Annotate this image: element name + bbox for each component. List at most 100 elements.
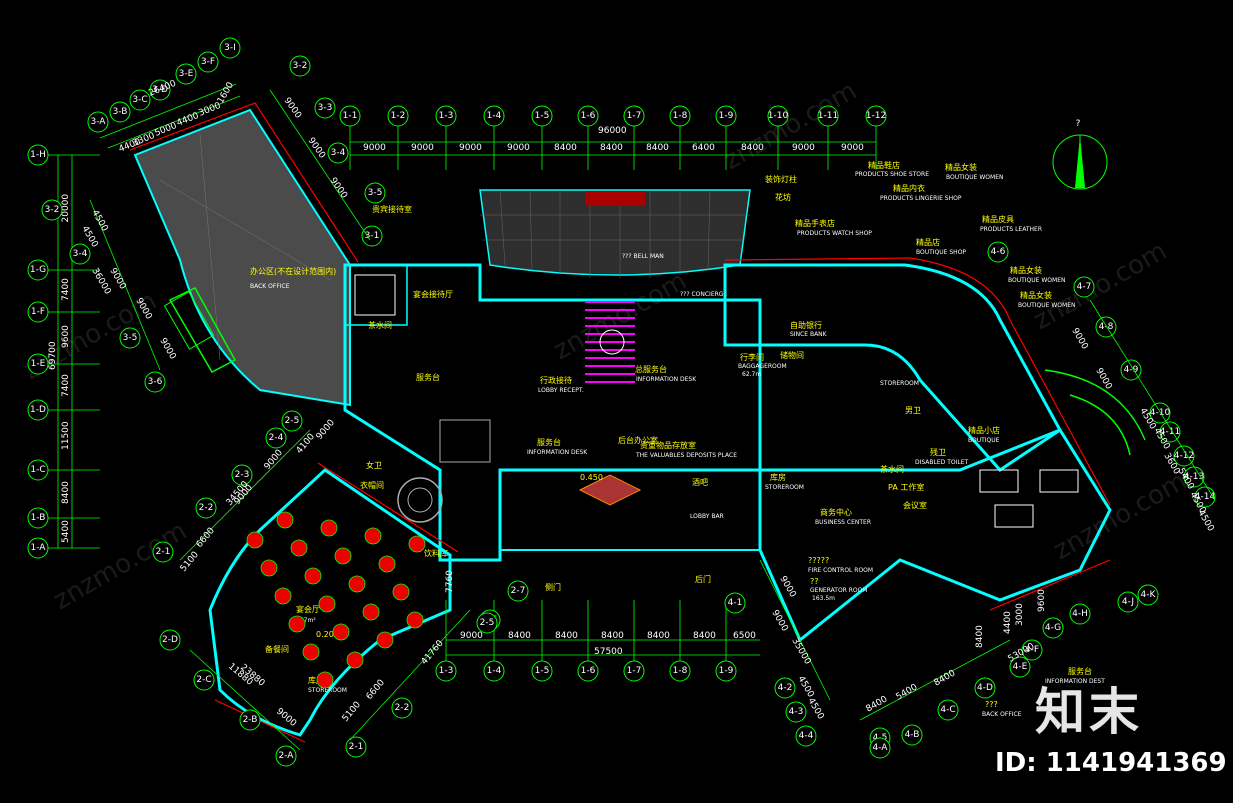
axis-label: 3-2 — [45, 205, 60, 215]
generator-cn: ?? — [810, 577, 819, 586]
dimension-value: 9000 — [792, 143, 815, 153]
axis-bubble — [69, 243, 91, 265]
tea-room-label: 茶水间 — [368, 320, 392, 330]
axis-label: 3-1 — [365, 231, 380, 241]
axis-label: 4-12 — [1174, 451, 1194, 461]
dimension-value: 6400 — [692, 143, 715, 153]
dimension-value: 11500 — [61, 421, 71, 450]
dimension-value: 8400 — [646, 143, 669, 153]
axis-label: 2-1 — [349, 742, 364, 752]
dimension-value: 8400 — [933, 668, 958, 688]
service-desk-right-cn: 服务台 — [1068, 666, 1092, 676]
left-dimension-axes: 1-H1-G1-F1-E1-D1-C1-B1-A2000074009600740… — [27, 144, 100, 559]
axis-label: 2-D — [162, 635, 178, 645]
banquet-table — [304, 567, 322, 585]
leather-cn: 精品皮具 — [982, 214, 1014, 224]
banquet-table — [334, 547, 352, 565]
dimension-value: 5100 — [341, 700, 364, 724]
banquet-table — [376, 631, 394, 649]
watermark-text: znzmo.com — [719, 76, 862, 176]
banquet-table — [288, 615, 306, 633]
info-desk-2-en: INFORMATION DESK — [527, 449, 588, 456]
valuable-deposit-en: THE VALUABLES DEPOSITS PLACE — [635, 452, 737, 459]
axis-label: 4-9 — [1124, 365, 1139, 375]
boutique-shop-en: BOUTIQUE SHOP — [916, 249, 966, 256]
dimension-value: 8400 — [555, 631, 578, 641]
axis-bubble — [144, 371, 166, 393]
axis-label: 3-F — [201, 57, 215, 67]
axis-bubble — [327, 142, 349, 164]
axis-label: 1-7 — [627, 111, 642, 121]
axis-bubble — [974, 677, 996, 699]
banquet-table — [406, 611, 424, 629]
axis-label: 4-D — [977, 683, 993, 693]
back-office-right-en: BACK OFFICE — [982, 711, 1022, 718]
axis-label: 3-E — [179, 69, 194, 79]
dimension-value: 4500 — [795, 675, 815, 700]
dimension-value: 9000 — [1069, 327, 1089, 352]
storeroom-2-label: STOREROOM — [880, 380, 919, 387]
axis-label: 1-F — [31, 307, 45, 317]
axis-bubble — [87, 111, 109, 133]
boutique-women-1-cn: 精品女装 — [945, 162, 977, 172]
shoe-store-en: PRODUCTS SHOE STORE — [855, 171, 929, 178]
bar-area-label: 0.450 — [580, 473, 603, 482]
business-center-en: BUSINESS CENTER — [815, 519, 871, 526]
axis-bubble — [507, 580, 529, 602]
axis-bubble — [149, 79, 171, 101]
watch-shop-cn: 精品手表店 — [795, 218, 835, 228]
fire-control-cn: ????? — [808, 556, 829, 565]
dimension-value: 57500 — [594, 647, 623, 657]
axis-bubble — [239, 709, 261, 731]
axis-label: 2-B — [243, 715, 258, 725]
male-wc-label: 男卫 — [905, 406, 921, 415]
dimension-value: 6600 — [195, 526, 218, 550]
axis-bubble — [869, 737, 891, 759]
axis-bubble — [774, 677, 796, 699]
axis-label: 1-12 — [866, 111, 886, 121]
info-desk-cn: 总服务台 — [635, 364, 667, 374]
banquet-tables — [246, 511, 426, 689]
banquet-table — [274, 587, 292, 605]
axis-bubble — [193, 669, 215, 691]
axis-bubble — [1173, 445, 1195, 467]
cloak-label: 衣帽间 — [360, 480, 384, 490]
banquet-table — [246, 531, 264, 549]
banquet-table — [276, 511, 294, 529]
bank-cn: 自助银行 — [790, 320, 822, 330]
fire-control-en: FIRE CONTROL ROOM — [808, 567, 873, 574]
axis-bubble — [1120, 359, 1142, 381]
back-office-wing: 办公区(不在设计范围内) BACK OFFICE — [129, 102, 359, 407]
axis-label: 1-5 — [535, 666, 550, 676]
axis-label: 1-C — [30, 465, 45, 475]
axis-label: 4-F — [1025, 645, 1039, 655]
axis-bubble — [1073, 276, 1095, 298]
wing3-dimension-axes: 3-A3-B3-C3-D3-E3-F3-I3-23-33-43-53-13-23… — [41, 37, 386, 393]
boutique-women-3-cn: 精品女装 — [1020, 290, 1052, 300]
dimension-value: 5100 — [179, 550, 202, 574]
axis-label: 4-K — [1141, 590, 1157, 600]
rear-door-label: 后门 — [695, 574, 711, 584]
axis-label: 3-4 — [331, 148, 346, 158]
dimension-value: 3300 — [131, 131, 156, 149]
baggage-en: BAGGAGEROOM — [738, 363, 787, 370]
axis-bubble — [197, 51, 219, 73]
service-wing: 库房 STOREROOM 商务中心 BUSINESS CENTER 茶水间 PA… — [758, 369, 1146, 718]
axis-label: 1-5 — [535, 111, 550, 121]
boutique-women-2-cn: 精品女装 — [1010, 265, 1042, 275]
dimension-value: 8400 — [508, 631, 531, 641]
dimension-value: 69700 — [48, 341, 58, 370]
axis-bubble — [476, 612, 498, 634]
axis-label: 1-2 — [391, 111, 406, 121]
dimension-value: 9000 — [157, 337, 177, 362]
storeroom-3-cn: 库房 — [770, 472, 786, 482]
axis-label: 1-G — [30, 265, 46, 275]
axis-label: 4-J — [1122, 597, 1134, 607]
axis-label: 2-1 — [156, 547, 171, 557]
banquet-table — [316, 671, 334, 689]
axis-label: 3-4 — [73, 249, 88, 259]
dimension-value: 9000 — [460, 631, 483, 641]
axis-label: 4-B — [905, 730, 920, 740]
